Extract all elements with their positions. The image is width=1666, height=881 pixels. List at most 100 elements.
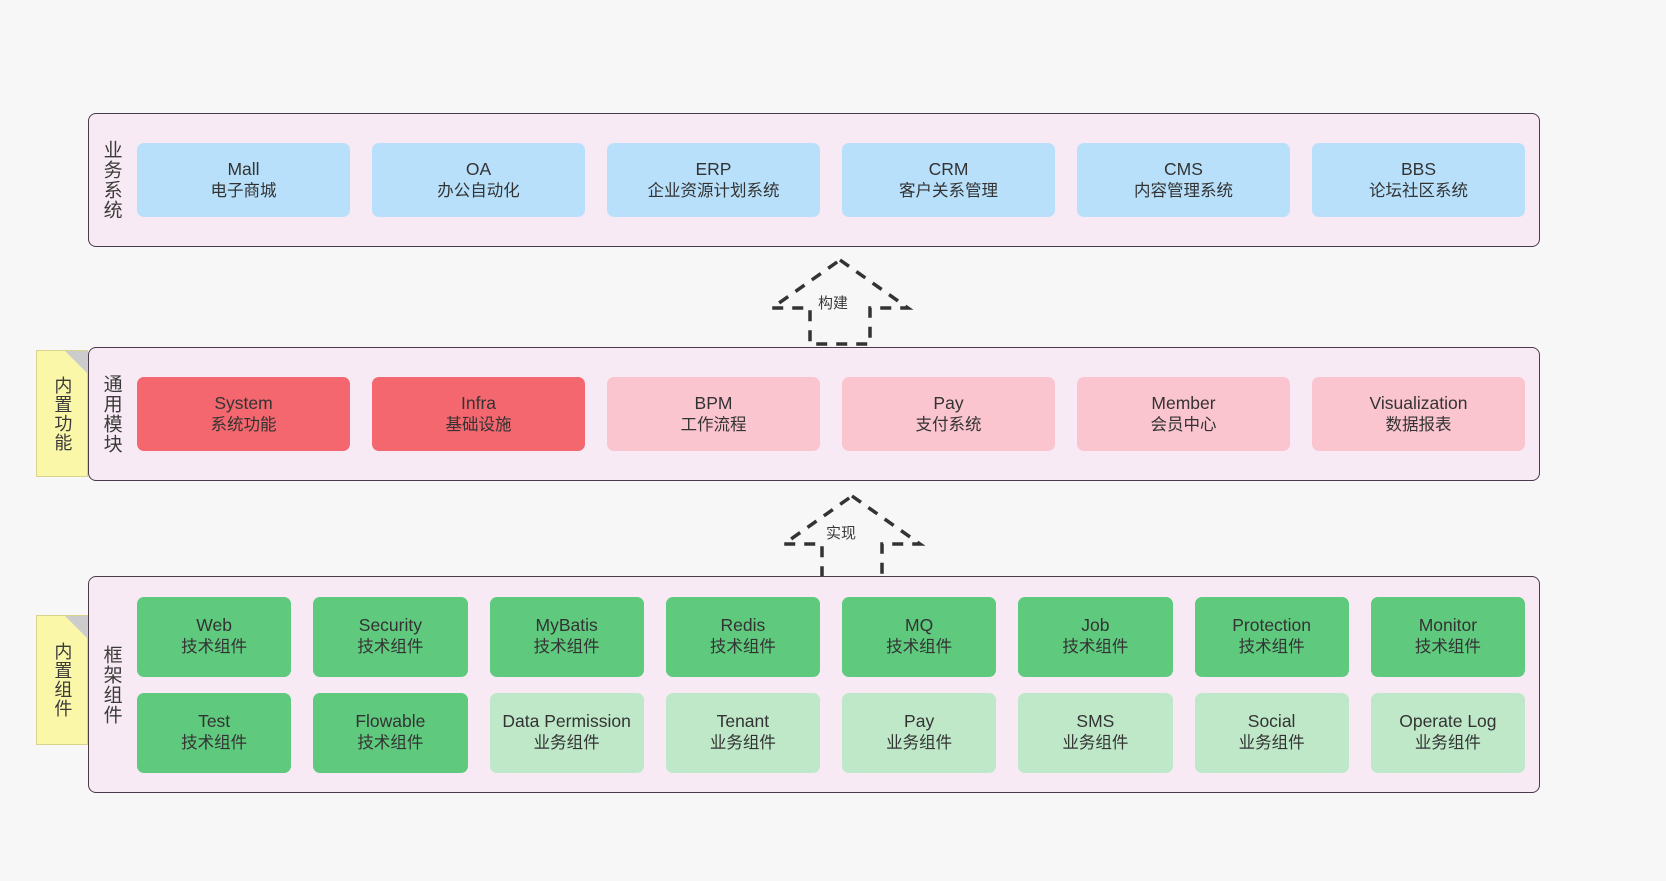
- card-title-cn: 技术组件: [181, 638, 248, 657]
- card-infra[interactable]: Infra 基础设施: [372, 377, 585, 451]
- card-protection[interactable]: Protection 技术组件: [1194, 596, 1349, 677]
- card-title-en: Flowable: [355, 711, 426, 732]
- card-title-en: CRM: [928, 158, 969, 179]
- card-pay-business[interactable]: Pay 业务组件: [842, 692, 997, 773]
- card-title-en: Job: [1081, 615, 1110, 636]
- card-title-en: OA: [465, 158, 492, 179]
- note-label: 内置功能: [52, 375, 73, 452]
- card-security[interactable]: Security 技术组件: [313, 596, 468, 677]
- card-title-en: Web: [196, 615, 232, 636]
- card-title-cn: 业务组件: [1062, 734, 1129, 753]
- card-mq[interactable]: MQ 技术组件: [842, 596, 997, 677]
- card-pay[interactable]: Pay 支付系统: [842, 377, 1055, 451]
- card-bbs[interactable]: BBS 论坛社区系统: [1312, 143, 1525, 217]
- card-title-en: Test: [198, 711, 231, 732]
- layer-body-common-module: System 系统功能 Infra 基础设施 BPM 工作流程 Pay 支付系统…: [133, 348, 1539, 480]
- card-bpm[interactable]: BPM 工作流程: [607, 377, 820, 451]
- card-title-cn: 企业资源计划系统: [647, 181, 780, 200]
- card-title-en: CMS: [1164, 158, 1203, 179]
- card-tenant[interactable]: Tenant 业务组件: [665, 692, 820, 773]
- card-title-en: Security: [358, 615, 422, 636]
- card-title-en: Mall: [227, 158, 260, 179]
- card-cms[interactable]: CMS 内容管理系统: [1077, 143, 1290, 217]
- card-web[interactable]: Web 技术组件: [137, 596, 292, 677]
- card-title-cn: 技术组件: [357, 734, 424, 753]
- card-title-en: Social: [1247, 711, 1296, 732]
- card-title-cn: 工作流程: [680, 415, 747, 434]
- card-visualization[interactable]: Visualization 数据报表: [1312, 377, 1525, 451]
- card-title-en: Redis: [720, 615, 766, 636]
- card-flowable[interactable]: Flowable 技术组件: [313, 692, 468, 773]
- card-row: System 系统功能 Infra 基础设施 BPM 工作流程 Pay 支付系统…: [137, 377, 1525, 451]
- card-crm[interactable]: CRM 客户关系管理: [842, 143, 1055, 217]
- card-monitor[interactable]: Monitor 技术组件: [1370, 596, 1525, 677]
- card-title-en: Operate Log: [1399, 711, 1497, 732]
- card-operate-log[interactable]: Operate Log 业务组件: [1370, 692, 1525, 773]
- card-title-cn: 客户关系管理: [899, 181, 998, 200]
- card-title-cn: 技术组件: [1062, 638, 1129, 657]
- layer-title-framework-component: 框架组件: [100, 644, 122, 725]
- card-title-en: BPM: [694, 392, 733, 413]
- layer-title-common-module: 通用模块: [100, 374, 122, 454]
- card-row: Mall 电子商城 OA 办公自动化 ERP 企业资源计划系统 CRM 客户关系…: [137, 143, 1525, 217]
- card-sms[interactable]: SMS 业务组件: [1018, 692, 1173, 773]
- card-row: Test 技术组件 Flowable 技术组件 Data Permission …: [137, 692, 1525, 773]
- arrow-label-implement: 实现: [826, 525, 857, 542]
- note-fold-corner-icon: [65, 351, 87, 373]
- layer-framework-component: 框架组件 Web 技术组件 Security 技术组件 MyBatis 技术组件…: [88, 576, 1540, 793]
- layer-common-module: 通用模块 System 系统功能 Infra 基础设施 BPM 工作流程 Pay…: [88, 347, 1540, 481]
- card-title-en: Data Permission: [502, 711, 631, 732]
- card-title-cn: 业务组件: [1414, 734, 1481, 753]
- card-title-en: Pay: [933, 392, 964, 413]
- card-oa[interactable]: OA 办公自动化: [372, 143, 585, 217]
- card-title-en: Tenant: [716, 711, 770, 732]
- card-title-en: Monitor: [1418, 615, 1478, 636]
- card-title-cn: 业务组件: [709, 734, 776, 753]
- card-social[interactable]: Social 业务组件: [1194, 692, 1349, 773]
- card-title-cn: 论坛社区系统: [1369, 181, 1468, 200]
- card-title-cn: 支付系统: [915, 415, 982, 434]
- card-title-cn: 技术组件: [709, 638, 776, 657]
- card-mall[interactable]: Mall 电子商城: [137, 143, 350, 217]
- card-title-en: Pay: [904, 711, 935, 732]
- card-title-cn: 技术组件: [1238, 638, 1305, 657]
- card-title-en: MQ: [905, 615, 934, 636]
- card-title-cn: 电子商城: [210, 181, 277, 200]
- layer-body-business-system: Mall 电子商城 OA 办公自动化 ERP 企业资源计划系统 CRM 客户关系…: [133, 114, 1539, 246]
- card-mybatis[interactable]: MyBatis 技术组件: [489, 596, 644, 677]
- card-data-permission[interactable]: Data Permission 业务组件: [489, 692, 644, 773]
- card-title-cn: 技术组件: [181, 734, 248, 753]
- card-title-cn: 技术组件: [357, 638, 424, 657]
- card-title-cn: 内容管理系统: [1134, 181, 1233, 200]
- note-fold-corner-icon: [65, 616, 87, 638]
- card-title-en: Infra: [460, 392, 497, 413]
- card-test[interactable]: Test 技术组件: [137, 692, 292, 773]
- card-redis[interactable]: Redis 技术组件: [665, 596, 820, 677]
- card-title-en: System: [214, 392, 273, 413]
- card-title-cn: 办公自动化: [437, 181, 520, 200]
- card-member[interactable]: Member 会员中心: [1077, 377, 1290, 451]
- card-title-cn: 业务组件: [1238, 734, 1305, 753]
- layer-title-business-system: 业务系统: [100, 140, 122, 220]
- card-title-cn: 技术组件: [1414, 638, 1481, 657]
- card-erp[interactable]: ERP 企业资源计划系统: [607, 143, 820, 217]
- card-title-cn: 基础设施: [445, 415, 512, 434]
- card-title-cn: 业务组件: [886, 734, 953, 753]
- card-title-en: MyBatis: [535, 615, 598, 636]
- card-title-en: BBS: [1400, 158, 1437, 179]
- card-title-cn: 业务组件: [533, 734, 600, 753]
- card-title-cn: 技术组件: [886, 638, 953, 657]
- card-title-en: Member: [1151, 392, 1216, 413]
- card-system[interactable]: System 系统功能: [137, 377, 350, 451]
- note-builtin-function: 内置功能: [36, 350, 88, 477]
- card-title-en: SMS: [1076, 711, 1115, 732]
- card-job[interactable]: Job 技术组件: [1018, 596, 1173, 677]
- card-row: Web 技术组件 Security 技术组件 MyBatis 技术组件 Redi…: [137, 596, 1525, 677]
- layer-body-framework-component: Web 技术组件 Security 技术组件 MyBatis 技术组件 Redi…: [133, 577, 1539, 792]
- arrow-label-build: 构建: [818, 295, 849, 312]
- card-title-en: Visualization: [1369, 392, 1468, 413]
- card-title-cn: 系统功能: [210, 415, 277, 434]
- note-builtin-component: 内置组件: [36, 615, 88, 745]
- card-title-cn: 技术组件: [533, 638, 600, 657]
